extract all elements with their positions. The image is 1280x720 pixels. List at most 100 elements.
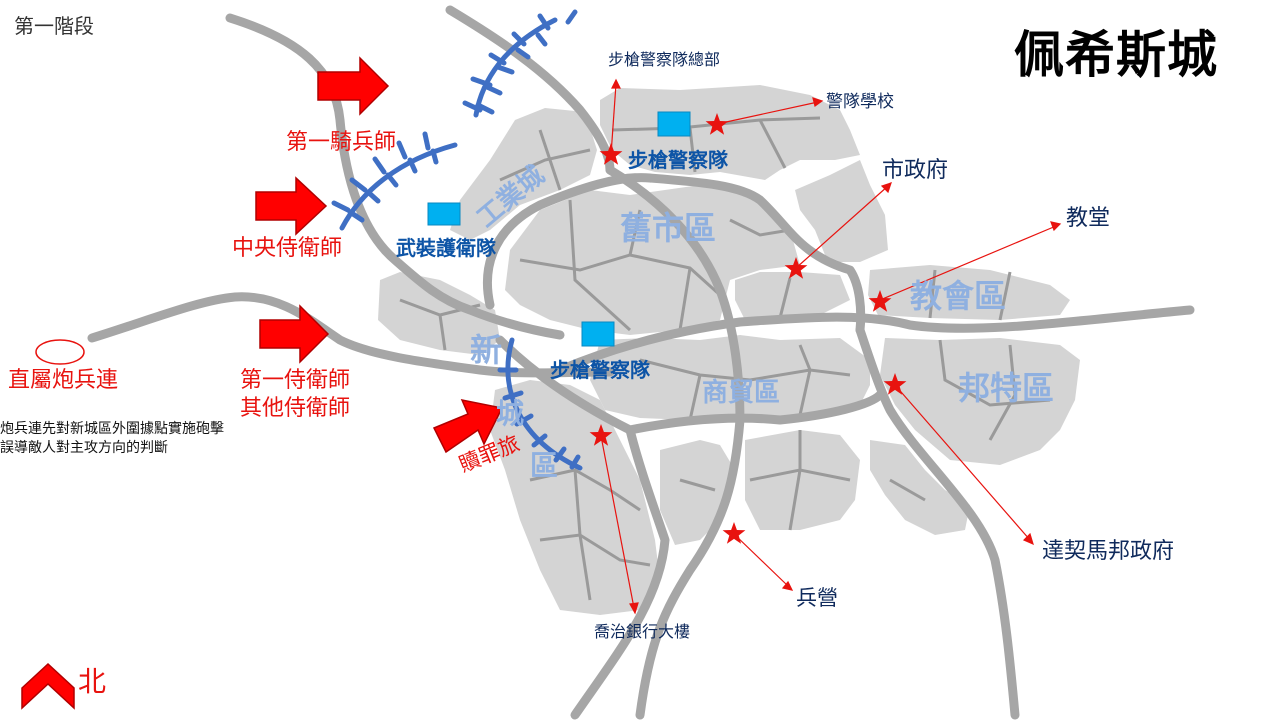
attack-arrows xyxy=(255,56,504,454)
unit-first-guard: 第一侍衛師 xyxy=(240,368,351,393)
leader-bank xyxy=(600,435,635,609)
street-line xyxy=(688,374,702,421)
district-old-town: 舊市區 xyxy=(620,209,717,247)
street-line xyxy=(798,344,812,416)
arrow-first-guard xyxy=(259,304,330,364)
star-dakema-govt xyxy=(883,373,907,395)
leader-bank-head xyxy=(629,602,639,615)
artillery-note-line-2: 誤導敵人對主攻方向的判斷 xyxy=(0,440,168,456)
frontline-north xyxy=(462,9,578,118)
defender-box-rifle-police-north xyxy=(657,111,691,137)
target-bank: 喬治銀行大樓 xyxy=(594,622,691,641)
street-line xyxy=(758,119,787,169)
block-south-b xyxy=(745,430,860,530)
target-leaders xyxy=(600,78,1062,615)
leader-police-school xyxy=(716,101,819,125)
north-label: 北 xyxy=(78,665,107,698)
block-industrial xyxy=(450,108,597,240)
road-ring xyxy=(482,173,866,335)
street-line xyxy=(678,267,692,331)
block-south-c xyxy=(870,440,970,535)
district-church: 教會區 xyxy=(910,277,1007,315)
target-barracks: 兵營 xyxy=(796,586,838,610)
leader-barracks xyxy=(733,533,789,587)
street-line xyxy=(688,127,697,173)
street-line xyxy=(938,339,1051,407)
star-rifle-police-hq xyxy=(599,143,623,165)
street-line xyxy=(628,209,642,256)
street-line xyxy=(539,533,651,567)
defender-label-rifle-police-north: 步槍警察隊 xyxy=(628,148,728,172)
road-west xyxy=(87,292,615,378)
street-line xyxy=(928,269,937,319)
road-northwest xyxy=(225,13,565,340)
street-line xyxy=(573,469,592,601)
leader-church-head xyxy=(1050,221,1062,232)
leader-dakema xyxy=(894,384,1031,541)
target-city-hall: 市政府 xyxy=(882,158,949,183)
street-line xyxy=(889,478,926,502)
block-cityhall xyxy=(795,160,888,262)
street-line xyxy=(788,430,802,531)
star-police-school xyxy=(705,113,729,135)
block-police-district xyxy=(600,85,860,180)
road-south-1 xyxy=(570,425,670,720)
street-line xyxy=(988,344,1017,441)
street-line xyxy=(998,271,1012,321)
star-bank xyxy=(589,424,613,446)
street-line xyxy=(529,468,641,512)
leader-dakema-head xyxy=(1022,532,1034,546)
leader-rifle-police-hq xyxy=(610,83,617,156)
street-line xyxy=(778,277,792,319)
unit-central-guard: 中央侍衛師 xyxy=(232,236,343,261)
street-line xyxy=(438,314,447,351)
artillery-note-line-1: 炮兵連先對新城區外圍據點實施砲擊 xyxy=(0,421,224,437)
block-market-mid xyxy=(735,272,850,320)
road-south-2 xyxy=(635,415,745,720)
main-roads xyxy=(87,5,1195,720)
arrow-penal-brigade xyxy=(432,398,504,454)
road-diagonal xyxy=(605,165,745,425)
leader-rifle-police-hq-head xyxy=(611,78,621,89)
leader-barracks-head xyxy=(781,580,794,591)
defender-label-rifle-police-center: 步槍警察隊 xyxy=(550,358,650,382)
arrow-first-cavalry xyxy=(317,56,390,116)
street-line xyxy=(679,478,716,492)
front-lines xyxy=(331,9,583,471)
unit-first-cavalry: 第一騎兵師 xyxy=(286,130,397,155)
map-title: 佩希斯城 xyxy=(1014,25,1218,84)
defender-box-rifle-police-center xyxy=(581,321,615,347)
target-stars xyxy=(589,113,907,544)
target-police-school: 警隊學校 xyxy=(826,92,894,112)
frontline-new-town xyxy=(497,337,583,471)
leader-police-school-head xyxy=(812,97,824,108)
street-line xyxy=(729,218,791,237)
district-new-town-1: 新 xyxy=(470,331,503,369)
district-new-town-2: 城 xyxy=(496,397,525,430)
leader-church xyxy=(879,225,1057,301)
arrow-central-guard xyxy=(255,176,328,236)
star-barracks xyxy=(722,522,746,544)
defender-label-armed-guard: 武裝護衛隊 xyxy=(396,236,496,260)
street-line xyxy=(639,358,851,382)
block-church xyxy=(868,265,1070,320)
star-church xyxy=(868,290,892,312)
road-commerce-loop xyxy=(495,335,885,435)
block-bangte xyxy=(880,338,1080,465)
district-bangte: 邦特區 xyxy=(958,369,1055,407)
street-line xyxy=(499,148,591,182)
block-new-town xyxy=(490,380,660,615)
street-line xyxy=(568,199,632,332)
unit-other-guard: 其他侍衛師 xyxy=(240,396,351,421)
district-commerce: 商貿區 xyxy=(702,378,781,408)
road-east-ring xyxy=(855,325,1020,720)
unit-artillery: 直屬炮兵連 xyxy=(8,368,119,393)
stage-label: 第一階段 xyxy=(14,14,94,38)
north-arrow-icon xyxy=(21,662,75,710)
defender-box-armed-guard xyxy=(427,202,461,226)
frontline-west xyxy=(331,131,458,231)
road-east-west xyxy=(555,305,1195,375)
target-dakema-govt: 達契馬邦政府 xyxy=(1042,539,1175,564)
leader-city-hall xyxy=(795,185,889,269)
